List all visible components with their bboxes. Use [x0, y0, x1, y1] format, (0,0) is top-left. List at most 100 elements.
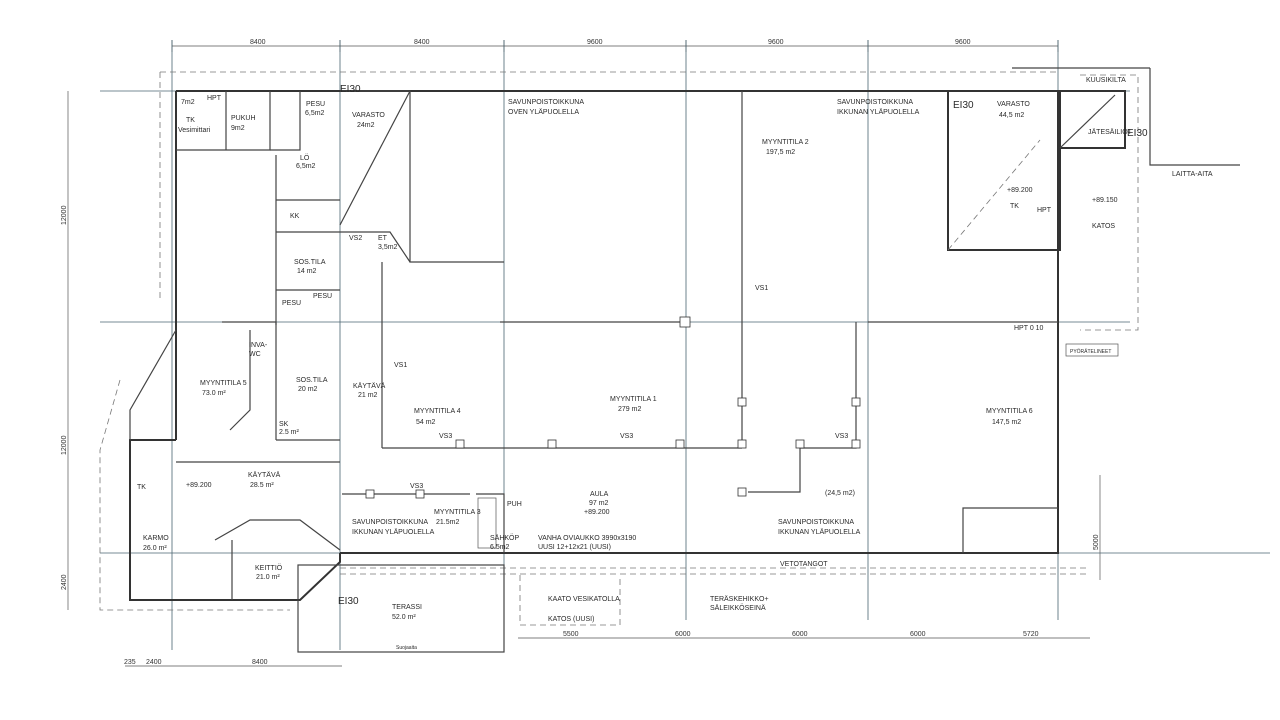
level-label: +89.200	[1007, 187, 1033, 194]
note: SAVUNPOISTOIKKUNA	[778, 519, 854, 526]
dim-label: 9600	[955, 39, 971, 46]
dim-label: 2400	[146, 659, 162, 666]
room-name: TK	[1010, 203, 1019, 210]
dimension-top: 8400 8400 9600 9600 9600	[171, 39, 1059, 52]
room-name: LÖ	[300, 154, 310, 162]
room-name: KATOS	[1092, 223, 1115, 230]
room-area: (24,5 m2)	[825, 490, 855, 497]
room-name: ET	[378, 235, 388, 242]
note: OVEN YLÄPUOLELLA	[508, 108, 579, 116]
dimension-left: 12000 12000 2400 5000	[61, 91, 1101, 610]
room-area: 20 m2	[298, 386, 318, 393]
level-label: +89.200	[186, 482, 212, 489]
level-label: +89.150	[1092, 197, 1118, 204]
note: VANHA OVIAUKKO 3990x3190	[538, 535, 636, 542]
note: SAVUNPOISTOIKKUNA	[352, 519, 428, 526]
room-name: PESU	[313, 293, 332, 300]
room-area: 279 m2	[618, 406, 641, 413]
note: KATOS (UUSI)	[548, 616, 594, 623]
level-label: +89.200	[584, 509, 610, 516]
roof-outline	[99, 71, 1139, 626]
dim-label: 5000	[1093, 534, 1100, 550]
room-area: 73.0 m²	[202, 390, 226, 397]
dim-label: 8400	[250, 39, 266, 46]
note: IKKUNAN YLÄPUOLELLA	[837, 108, 920, 116]
room-area: 147,5 m2	[992, 419, 1021, 426]
room-area: 52.0 m²	[392, 614, 416, 621]
room-area: 21.5m2	[436, 519, 459, 526]
room-name: MYYNTITILA 3	[434, 509, 481, 516]
room-area: 44,5 m2	[999, 112, 1024, 119]
room-name: WC	[249, 351, 261, 358]
room-note: Vesimittari	[178, 127, 211, 134]
room-area: 3,5m2	[378, 244, 398, 251]
room-name: SOS.TILA	[296, 377, 328, 384]
room-name: TERASSI	[392, 604, 422, 611]
room-name: KK	[290, 213, 300, 220]
wall-type-label: VS3	[620, 433, 633, 440]
dim-label: 12000	[61, 205, 68, 225]
room-area: 28.5 m²	[250, 482, 274, 489]
dim-label: 235	[124, 659, 136, 666]
fire-class-label: EI30	[1127, 128, 1148, 139]
wall-type-label: VS3	[835, 433, 848, 440]
room-area: 54 m2	[416, 419, 436, 426]
room-name: SÄHKÖP	[490, 534, 520, 542]
dim-label: 9600	[768, 39, 784, 46]
dim-label: 8400	[252, 659, 268, 666]
room-name: SOS.TILA	[294, 259, 326, 266]
room-note: Suojaaita	[396, 645, 417, 651]
room-name: INVA-	[249, 342, 268, 349]
walls	[129, 67, 1240, 653]
note: TERÄSKEHIKKO+	[710, 595, 769, 603]
room-area: 21.0 m²	[256, 574, 280, 581]
dim-label: 6000	[792, 631, 808, 638]
room-name: MYYNTITILA 5	[200, 380, 247, 387]
room-area: 26.0 m²	[143, 545, 167, 552]
room-name: TK	[186, 117, 195, 124]
dim-label: 6000	[910, 631, 926, 638]
room-area: 2.5 m²	[279, 429, 300, 436]
room-area: 6,5m2	[305, 110, 325, 117]
room-area: 197,5 m2	[766, 149, 795, 156]
room-name: TK	[137, 484, 146, 491]
dim-label: 5720	[1023, 631, 1039, 638]
room-name: KUUSIKILTA	[1086, 77, 1126, 84]
room-name: PESU	[282, 300, 301, 307]
dim-label: 12000	[61, 435, 68, 455]
door-label: HPT	[1037, 207, 1052, 214]
room-name: KÄYTÄVÄ	[353, 382, 386, 390]
room-name: KÄYTÄVÄ	[248, 471, 281, 479]
room-area: 97 m2	[589, 500, 609, 507]
pillars	[365, 316, 861, 499]
room-area: 9m2	[231, 125, 245, 132]
room-name: MYYNTITILA 4	[414, 408, 461, 415]
wall-type-label: VS2	[349, 235, 362, 242]
room-area: 14 m2	[297, 268, 317, 275]
note: SAVUNPOISTOIKKUNA	[837, 99, 913, 106]
dim-label: 9600	[587, 39, 603, 46]
note: LAITTA-AITA	[1172, 171, 1213, 178]
wall-type-label: VS3	[410, 483, 423, 490]
room-name: KARMO	[143, 535, 169, 542]
wall-type-label: VS1	[394, 362, 407, 369]
dim-label: 8400	[414, 39, 430, 46]
room-name: VARASTO	[997, 101, 1030, 108]
dim-label: 2400	[61, 574, 68, 590]
room-area: 24m2	[357, 122, 375, 129]
wall-type-label: VS3	[439, 433, 452, 440]
note: KAATO VESIKATOLLA	[548, 596, 620, 603]
room-name: MYYNTITILA 2	[762, 139, 809, 146]
room-area: 7m2	[181, 99, 195, 106]
room-area: 21 m2	[358, 392, 378, 399]
note: VETOTANGOT	[780, 561, 828, 568]
room-name: KEITTIÖ	[255, 564, 283, 572]
room-labels: EI30 EI30 EI30 EI30 7m2 TK Vesimittari H…	[137, 77, 1213, 651]
dim-label: 6000	[675, 631, 691, 638]
wall-type-label: VS1	[755, 285, 768, 292]
dimension-bottom: 5500 6000 6000 6000 5720 235 2400 8400	[124, 631, 1090, 667]
room-area: 6,5m2	[296, 163, 316, 170]
note: IKKUNAN YLÄPUOLELLA	[778, 528, 861, 536]
room-name: MYYNTITILA 6	[986, 408, 1033, 415]
room-name: PUH	[507, 501, 522, 508]
